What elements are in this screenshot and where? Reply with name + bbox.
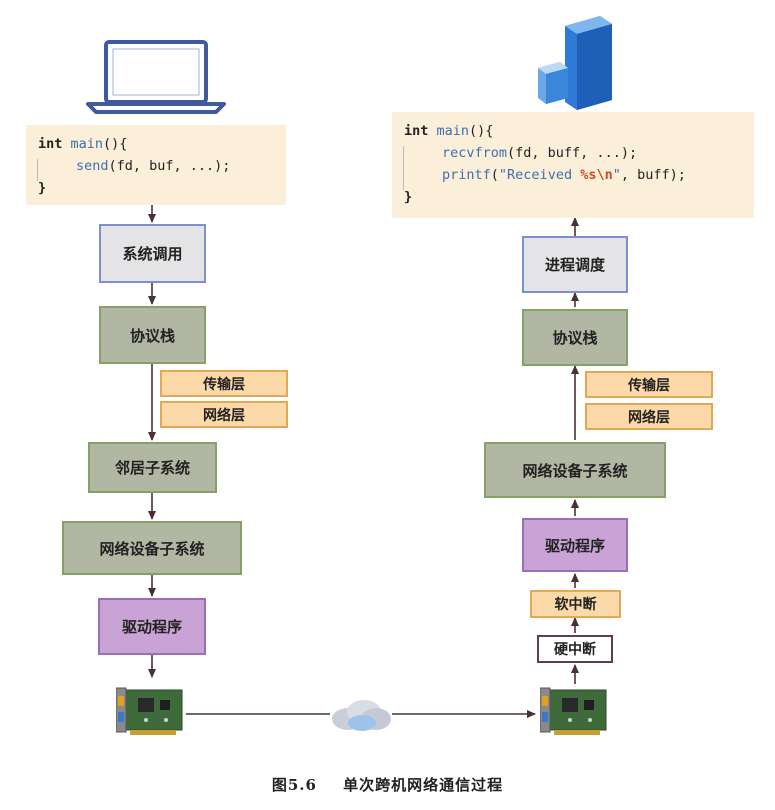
protocol-stack-box: 协议栈 bbox=[99, 306, 206, 364]
driver-box: 驱动程序 bbox=[522, 518, 628, 572]
syscall-box: 系统调用 bbox=[99, 224, 206, 283]
softirq-box: 软中断 bbox=[530, 590, 621, 618]
network-card-icon bbox=[540, 687, 607, 735]
net-device-subsystem-box: 网络设备子系统 bbox=[62, 521, 242, 575]
code-line: send(fd, buf, ...); bbox=[76, 158, 231, 174]
figure-title: 单次跨机网络通信过程 bbox=[343, 776, 504, 794]
code-indent-guide bbox=[403, 146, 404, 190]
protocol-stack-box: 协议栈 bbox=[522, 309, 628, 366]
sender-code-block: int main(){ send(fd, buf, ...); } bbox=[26, 125, 286, 205]
figure-caption: 图5.6 单次跨机网络通信过程 bbox=[0, 774, 775, 795]
net-device-subsystem-box: 网络设备子系统 bbox=[484, 442, 666, 498]
code-line: recvfrom(fd, buff, ...); bbox=[442, 145, 638, 161]
receiver-code-block: int main(){ recvfrom(fd, buff, ...); pri… bbox=[392, 112, 754, 218]
code-line: } bbox=[38, 180, 47, 196]
code-line: int main(){ bbox=[38, 136, 128, 152]
network-layer-box: 网络层 bbox=[160, 401, 288, 428]
figure-number: 图5.6 bbox=[271, 776, 317, 794]
transport-layer-box: 传输层 bbox=[160, 370, 288, 397]
cloud-icon bbox=[332, 700, 391, 731]
network-card-icon bbox=[116, 687, 183, 735]
server-icon bbox=[538, 16, 612, 110]
neighbor-subsystem-box: 邻居子系统 bbox=[88, 442, 217, 493]
code-line: } bbox=[404, 189, 413, 205]
code-indent-guide bbox=[37, 159, 38, 181]
driver-box: 驱动程序 bbox=[98, 598, 206, 655]
transport-layer-box: 传输层 bbox=[585, 371, 713, 398]
code-line: int main(){ bbox=[404, 123, 494, 139]
process-scheduler-box: 进程调度 bbox=[522, 236, 628, 293]
code-line: printf("Received %s\n", buff); bbox=[442, 167, 686, 183]
network-layer-box: 网络层 bbox=[585, 403, 713, 430]
laptop-icon bbox=[86, 40, 226, 114]
hardirq-box: 硬中断 bbox=[537, 635, 613, 663]
